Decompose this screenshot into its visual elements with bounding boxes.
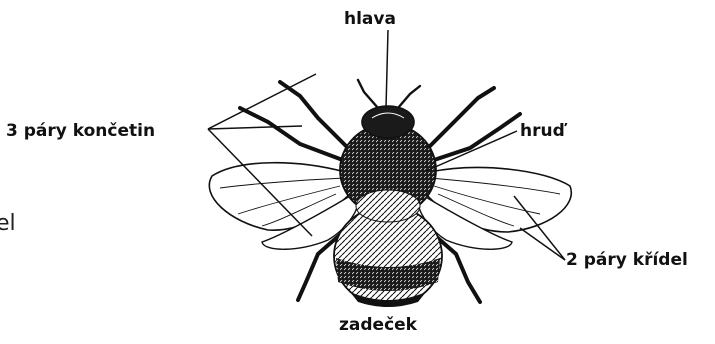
label-thorax: hruď [520, 121, 565, 141]
antennae [358, 80, 420, 108]
label-wings: 2 páry křídel [566, 250, 688, 270]
label-abdomen: zadeček [339, 315, 417, 335]
label-head: hlava [344, 9, 396, 29]
label-legs: 3 páry končetin [6, 121, 155, 141]
edge-text-fragment: el [0, 212, 16, 236]
head [362, 106, 414, 138]
